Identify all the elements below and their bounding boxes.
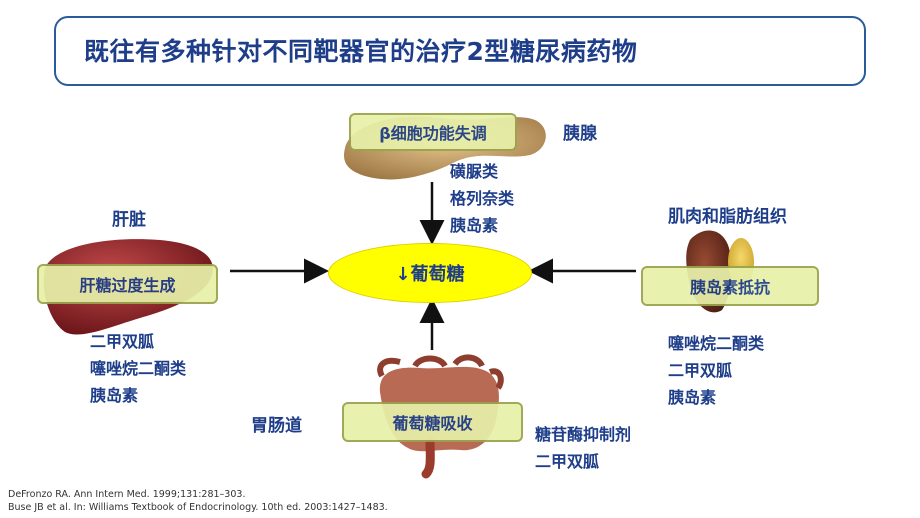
glucose-label: ↓葡萄糖 <box>395 264 465 285</box>
pancreas-organ-label: 胰腺 <box>563 124 597 144</box>
drug-item: 胰岛素 <box>90 386 139 405</box>
drug-item: 磺脲类 <box>450 162 499 181</box>
gut-defect-box: 葡萄糖吸收 <box>342 402 523 442</box>
gut-defect: 葡萄糖吸收 <box>392 414 473 433</box>
drug-item: 噻唑烷二酮类 <box>90 359 187 378</box>
drug-item: 格列奈类 <box>450 189 515 208</box>
muscle-drugs: 噻唑烷二酮类 二甲双胍 胰岛素 <box>668 330 764 411</box>
pancreas-defect-box: β细胞功能失调 <box>349 113 517 151</box>
drug-item: 糖苷酶抑制剂 <box>535 425 632 444</box>
title-box: 既往有多种针对不同靶器官的治疗2型糖尿病药物 <box>54 16 866 86</box>
drug-item: 胰岛素 <box>668 388 717 407</box>
muscle-organ-label: 肌肉和脂肪组织 <box>668 207 787 227</box>
reference-item: DeFronzo RA. Ann Intern Med. 1999;131:28… <box>8 489 246 500</box>
muscle-defect: 胰岛素抵抗 <box>689 278 770 297</box>
pancreas-defect: β细胞功能失调 <box>379 124 487 143</box>
gut-organ-label: 胃肠道 <box>251 416 302 436</box>
liver-organ-label: 肝脏 <box>112 210 146 230</box>
liver-defect-box: 肝糖过度生成 <box>37 264 218 304</box>
gut-drugs: 糖苷酶抑制剂 二甲双胍 <box>535 421 631 475</box>
references: DeFronzo RA. Ann Intern Med. 1999;131:28… <box>8 488 388 514</box>
liver-defect: 肝糖过度生成 <box>79 276 176 295</box>
drug-item: 二甲双胍 <box>90 332 155 351</box>
liver-drugs: 二甲双胍 噻唑烷二酮类 胰岛素 <box>90 328 186 409</box>
pancreas-drugs: 磺脲类 格列奈类 胰岛素 <box>450 158 514 239</box>
page-title: 既往有多种针对不同靶器官的治疗2型糖尿病药物 <box>84 37 638 66</box>
drug-item: 噻唑烷二酮类 <box>668 334 765 353</box>
glucose-center: ↓葡萄糖 <box>328 243 532 303</box>
drug-item: 二甲双胍 <box>535 452 600 471</box>
muscle-defect-box: 胰岛素抵抗 <box>641 266 819 306</box>
drug-item: 二甲双胍 <box>668 361 733 380</box>
drug-item: 胰岛素 <box>450 216 499 235</box>
reference-item: Buse JB et al. In: Williams Textbook of … <box>8 502 388 513</box>
